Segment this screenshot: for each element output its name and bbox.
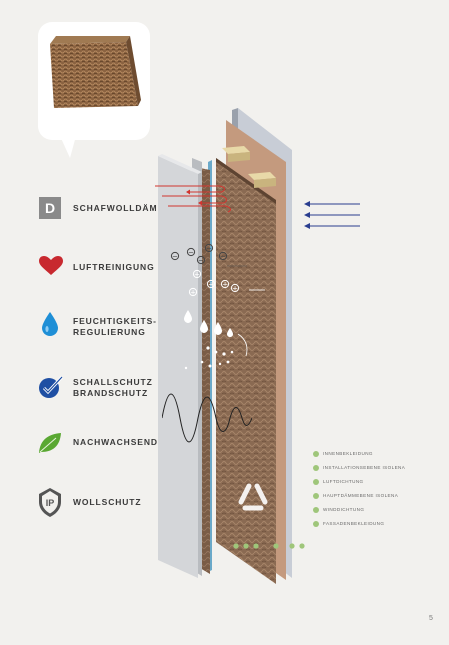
leaf-icon	[39, 433, 61, 453]
svg-text:IP: IP	[46, 498, 55, 508]
svg-text:+: +	[190, 288, 196, 296]
recycle-icon	[238, 483, 268, 511]
layer-label: FASSADENBEKLEIDUNG	[323, 521, 385, 527]
wool-protection-icon: IP	[39, 488, 61, 517]
feature-label-schafwolldaemmung: SCHAFWOLLDÄMMUNG	[73, 203, 188, 213]
heart-icon	[39, 256, 63, 275]
layer-item: INSTALLATIONSEBENE ISOLENA	[313, 463, 405, 472]
layer-label: WINDDICHTUNG	[323, 507, 365, 513]
layer-item: INNENBEKLEIDUNG	[313, 449, 405, 458]
svg-text:D: D	[45, 200, 55, 216]
ion-particles: − − − − − + + + + +	[170, 244, 265, 296]
red-heat-arrows	[155, 185, 232, 213]
checkmark-badge-icon	[39, 375, 64, 398]
layer-legend: INNENBEKLEIDUNG INSTALLATIONSEBENE ISOLE…	[313, 449, 405, 529]
layer-item: WINDDICHTUNG	[313, 506, 405, 515]
svg-text:−: −	[172, 252, 178, 260]
svg-text:+: +	[222, 280, 228, 288]
svg-text:+: +	[208, 280, 214, 288]
feature-label-wollschutz: WOLLSCHUTZ	[73, 497, 142, 507]
layer-dot	[313, 521, 319, 528]
feature-label-schallschutz-brandschutz: SCHALLSCHUTZ BRANDSCHUTZ	[73, 377, 153, 398]
feature-label-nachwachsend: NACHWACHSEND	[73, 437, 158, 447]
layer-label: HAUPTDÄMMEBENE ISOLENA	[323, 493, 399, 499]
layer-item: HAUPTDÄMMEBENE ISOLENA	[313, 492, 405, 501]
blue-wind-arrows	[304, 201, 360, 229]
sound-wave	[162, 393, 252, 443]
page-number: 5	[429, 615, 433, 622]
wool-d-icon: D	[39, 197, 61, 219]
svg-text:+: +	[232, 284, 238, 292]
feature-label-luftreinigung: LUFTREINIGUNG	[73, 262, 155, 272]
layer-item: LUFTDICHTUNG	[313, 477, 405, 486]
water-droplets	[184, 310, 248, 370]
layer-dot	[313, 450, 319, 457]
layer-label: LUFTDICHTUNG	[323, 478, 364, 484]
layer-item: FASSADENBEKLEIDUNG	[313, 520, 405, 529]
svg-text:−: −	[188, 248, 194, 256]
layer-label: INNENBEKLEIDUNG	[323, 450, 373, 456]
feature-label-feuchtigkeitsregulierung: FEUCHTIGKEITS- REGULIERUNG	[73, 316, 157, 337]
wool-cube-image	[50, 36, 141, 108]
layer-dot	[313, 478, 319, 485]
svg-text:−: −	[220, 252, 226, 260]
svg-text:+: +	[194, 270, 200, 278]
layer-dot	[313, 507, 319, 514]
svg-text:−: −	[198, 256, 204, 264]
layer-label: INSTALLATIONSEBENE ISOLENA	[323, 464, 406, 470]
wall-cross-section-illustration	[158, 108, 305, 584]
layer-dot	[313, 493, 319, 500]
water-drop-icon	[42, 312, 58, 336]
svg-text:−: −	[206, 244, 212, 252]
bubble-tail	[60, 136, 76, 158]
layer-dot	[313, 464, 319, 471]
